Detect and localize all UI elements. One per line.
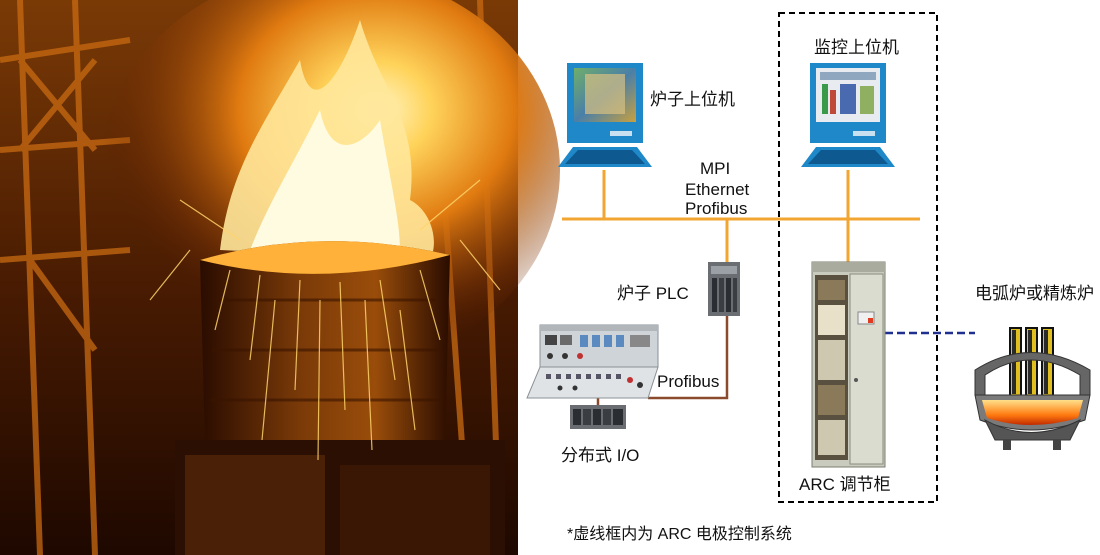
furnace-pc-label: 炉子上位机 xyxy=(650,90,735,109)
furnace-plc-label: 炉子 PLC xyxy=(617,284,689,303)
profibus-label: Profibus xyxy=(657,372,720,391)
footnote: *虚线框内为 ARC 电极控制系统 xyxy=(567,526,792,543)
profibus-link xyxy=(648,315,729,400)
distributed-io-label: 分布式 I/O xyxy=(561,446,640,465)
arc-furnace-label: 电弧炉或精炼炉 xyxy=(975,284,1094,303)
network-bus xyxy=(562,170,920,262)
distributed-io-icon xyxy=(570,405,626,429)
operator-console-icon xyxy=(526,324,659,399)
bus-label-profibus: Profibus xyxy=(685,199,748,218)
monitoring-pc-label: 监控上位机 xyxy=(814,38,899,57)
arc-furnace-icon xyxy=(974,327,1091,450)
arc-cabinet-label: ARC 调节柜 xyxy=(799,475,891,494)
furnace-photo xyxy=(0,0,560,555)
furnace-pc-icon xyxy=(558,63,652,167)
furnace-plc-icon xyxy=(708,262,740,316)
arc-cabinet-icon xyxy=(811,261,886,468)
arc-control-system-boundary xyxy=(778,12,938,503)
monitoring-pc-icon xyxy=(801,63,895,167)
bus-label-ethernet: Ethernet xyxy=(685,180,750,199)
bus-label-mpi: MPI xyxy=(700,159,731,178)
